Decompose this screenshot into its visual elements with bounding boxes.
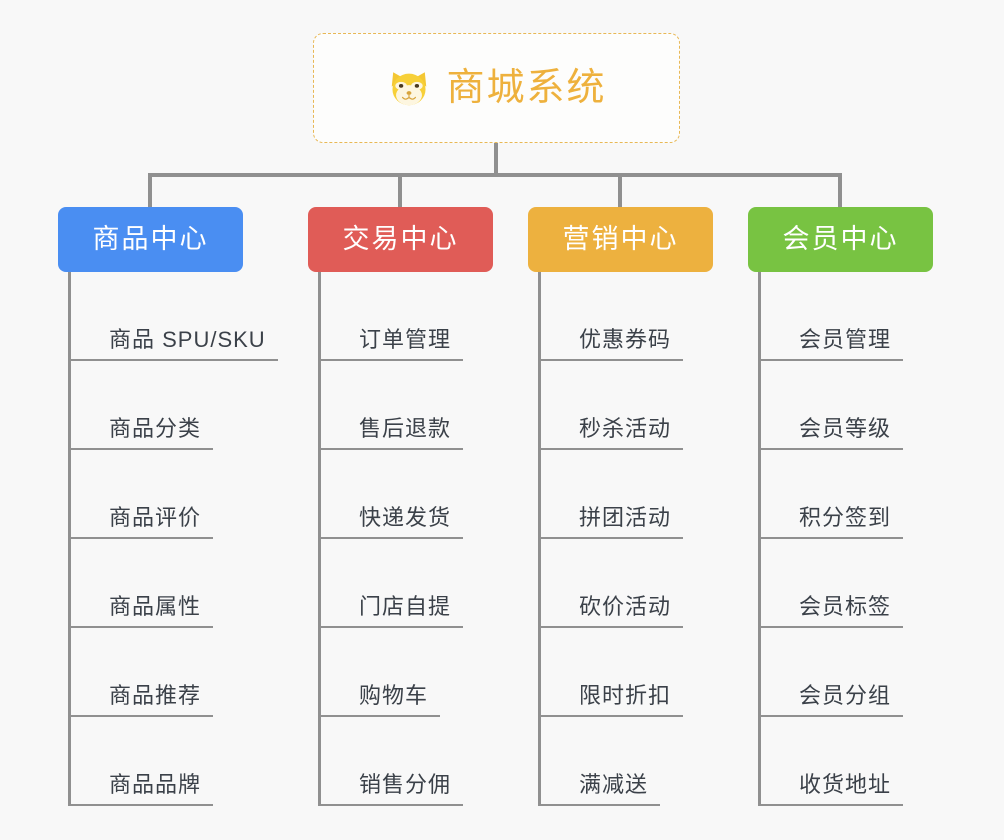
leaf-underline: 秒杀活动 — [541, 415, 684, 450]
leaf-underline: 会员管理 — [761, 326, 904, 361]
leaf-label: 收货地址 — [799, 771, 892, 797]
leaf-item[interactable]: 限时折扣 — [541, 628, 768, 717]
root-node[interactable]: 商城系统 — [313, 33, 680, 143]
leaf-column-marketing-center: 优惠券码 秒杀活动 拼团活动 砍价活动 限时折扣 满减送 — [538, 272, 768, 806]
leaf-item[interactable]: 商品品牌 — [71, 717, 298, 806]
leaf-underline: 商品分类 — [71, 415, 214, 450]
category-title: 商品中心 — [92, 224, 209, 254]
leaf-item[interactable]: 购物车 — [321, 628, 548, 717]
connector-root-stem — [494, 143, 498, 177]
leaf-underline: 拼团活动 — [541, 504, 684, 539]
leaf-underline: 售后退款 — [321, 415, 464, 450]
leaf-item[interactable]: 快递发货 — [321, 450, 548, 539]
leaf-underline: 快递发货 — [321, 504, 464, 539]
leaf-label: 销售分佣 — [359, 771, 452, 797]
leaf-label: 满减送 — [579, 771, 649, 797]
category-box-marketing-center[interactable]: 营销中心 — [528, 207, 713, 272]
leaf-label: 售后退款 — [359, 415, 452, 441]
leaf-column-product-center: 商品 SPU/SKU 商品分类 商品评价 商品属性 商品推荐 商品品牌 — [68, 272, 298, 806]
leaf-underline: 优惠券码 — [541, 326, 684, 361]
leaf-item[interactable]: 秒杀活动 — [541, 361, 768, 450]
leaf-underline: 商品推荐 — [71, 682, 214, 717]
connector-drop-1 — [148, 175, 152, 209]
leaf-item[interactable]: 砍价活动 — [541, 539, 768, 628]
leaf-label: 砍价活动 — [579, 593, 672, 619]
shiba-dog-face-icon — [386, 65, 432, 111]
leaf-label: 拼团活动 — [579, 504, 672, 530]
root-title: 商城系统 — [446, 67, 607, 109]
connector-drop-3 — [618, 175, 622, 209]
leaf-label: 购物车 — [359, 682, 429, 708]
leaf-label: 商品品牌 — [109, 771, 202, 797]
leaf-underline: 门店自提 — [321, 593, 464, 628]
leaf-label: 积分签到 — [799, 504, 892, 530]
connector-drop-2 — [398, 175, 402, 209]
leaf-label: 快递发货 — [359, 504, 452, 530]
leaf-item[interactable]: 满减送 — [541, 717, 768, 806]
leaf-underline: 商品品牌 — [71, 771, 214, 806]
leaf-underline: 砍价活动 — [541, 593, 684, 628]
leaf-label: 门店自提 — [359, 593, 452, 619]
leaf-item[interactable]: 商品推荐 — [71, 628, 298, 717]
leaf-label: 商品属性 — [109, 593, 202, 619]
leaf-item[interactable]: 销售分佣 — [321, 717, 548, 806]
leaf-item[interactable]: 商品分类 — [71, 361, 298, 450]
connector-horizontal-bar — [148, 173, 842, 177]
leaf-underline: 商品评价 — [71, 504, 214, 539]
leaf-underline: 收货地址 — [761, 771, 904, 806]
leaf-item[interactable]: 会员管理 — [761, 272, 988, 361]
leaf-underline: 会员标签 — [761, 593, 904, 628]
leaf-label: 会员标签 — [799, 593, 892, 619]
leaf-underline: 积分签到 — [761, 504, 904, 539]
category-box-trade-center[interactable]: 交易中心 — [308, 207, 493, 272]
connector-drop-4 — [838, 175, 842, 209]
leaf-column-trade-center: 订单管理 售后退款 快递发货 门店自提 购物车 销售分佣 — [318, 272, 548, 806]
category-title: 营销中心 — [562, 224, 679, 254]
leaf-item[interactable]: 门店自提 — [321, 539, 548, 628]
leaf-label: 会员等级 — [799, 415, 892, 441]
leaf-item[interactable]: 积分签到 — [761, 450, 988, 539]
leaf-item[interactable]: 商品 SPU/SKU — [71, 272, 298, 361]
leaf-label: 商品分类 — [109, 415, 202, 441]
category-title: 会员中心 — [782, 224, 899, 254]
leaf-underline: 商品 SPU/SKU — [71, 326, 278, 361]
leaf-item[interactable]: 优惠券码 — [541, 272, 768, 361]
leaf-item[interactable]: 拼团活动 — [541, 450, 768, 539]
category-box-member-center[interactable]: 会员中心 — [748, 207, 933, 272]
leaf-label: 商品推荐 — [109, 682, 202, 708]
leaf-item[interactable]: 商品评价 — [71, 450, 298, 539]
leaf-item[interactable]: 收货地址 — [761, 717, 988, 806]
leaf-underline: 会员等级 — [761, 415, 904, 450]
leaf-underline: 订单管理 — [321, 326, 464, 361]
leaf-item[interactable]: 会员标签 — [761, 539, 988, 628]
leaf-underline: 限时折扣 — [541, 682, 684, 717]
leaf-item[interactable]: 售后退款 — [321, 361, 548, 450]
leaf-underline: 会员分组 — [761, 682, 904, 717]
leaf-underline: 销售分佣 — [321, 771, 464, 806]
leaf-underline: 满减送 — [541, 771, 661, 806]
leaf-label: 会员分组 — [799, 682, 892, 708]
category-box-product-center[interactable]: 商品中心 — [58, 207, 243, 272]
leaf-label: 商品 SPU/SKU — [109, 326, 266, 352]
leaf-column-member-center: 会员管理 会员等级 积分签到 会员标签 会员分组 收货地址 — [758, 272, 988, 806]
leaf-label: 优惠券码 — [579, 326, 672, 352]
leaf-label: 订单管理 — [359, 326, 452, 352]
leaf-underline: 商品属性 — [71, 593, 214, 628]
category-title: 交易中心 — [342, 224, 459, 254]
leaf-item[interactable]: 会员分组 — [761, 628, 988, 717]
leaf-underline: 购物车 — [321, 682, 441, 717]
leaf-item[interactable]: 订单管理 — [321, 272, 548, 361]
leaf-label: 会员管理 — [799, 326, 892, 352]
leaf-label: 商品评价 — [109, 504, 202, 530]
leaf-label: 秒杀活动 — [579, 415, 672, 441]
leaf-item[interactable]: 会员等级 — [761, 361, 988, 450]
leaf-item[interactable]: 商品属性 — [71, 539, 298, 628]
leaf-label: 限时折扣 — [579, 682, 672, 708]
